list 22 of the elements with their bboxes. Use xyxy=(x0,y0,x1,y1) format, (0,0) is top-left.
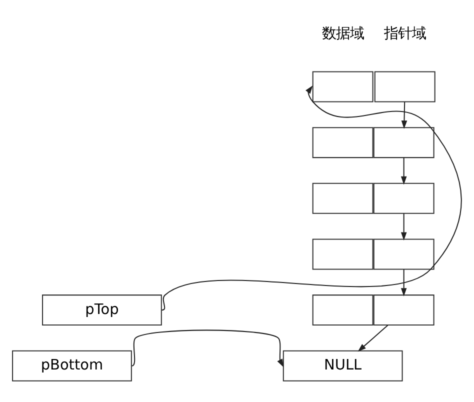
node-box xyxy=(312,294,374,326)
arrow xyxy=(358,324,388,352)
node-box xyxy=(374,70,436,102)
node-box xyxy=(373,294,434,326)
node-box xyxy=(373,182,434,214)
node-box xyxy=(312,70,374,102)
arrow xyxy=(401,101,408,128)
node-box xyxy=(373,126,434,158)
arrow xyxy=(400,268,407,296)
arrow xyxy=(161,84,462,310)
arrow xyxy=(132,329,284,367)
node-box xyxy=(312,182,374,214)
node-box xyxy=(373,238,434,270)
node-box: pBottom xyxy=(12,350,132,381)
node-box: pTop xyxy=(42,294,162,326)
label: 数据域 xyxy=(322,25,364,42)
arrow xyxy=(400,157,407,184)
label: 指针域 xyxy=(384,25,426,42)
node-box xyxy=(312,238,374,270)
arrow xyxy=(400,213,407,240)
node-box xyxy=(312,126,374,158)
node-box: NULL xyxy=(282,350,403,381)
